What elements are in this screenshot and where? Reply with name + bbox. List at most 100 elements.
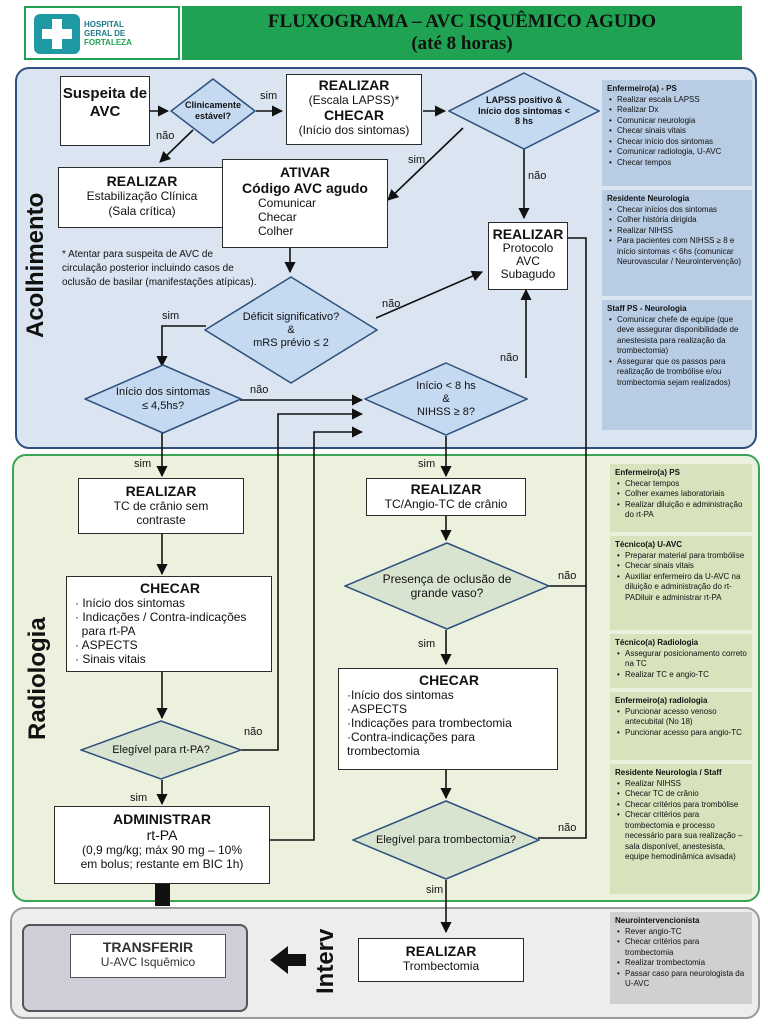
hospital-cross-icon <box>34 14 80 54</box>
panel-enf-rad-title: Enfermeiro(a) radiologia <box>615 696 708 705</box>
decision-clinicamente-estavel: Clinicamente estável? <box>170 78 256 144</box>
node-admin-drug: rt-PA <box>146 827 178 843</box>
node-tc-line2: contraste <box>136 513 186 527</box>
decision-oclusao-line2: grande vaso? <box>410 586 484 600</box>
node-checar-title: CHECAR <box>324 107 384 123</box>
decision-inicio-45h: Início dos sintomas ≤ 4,5hs? <box>84 364 242 434</box>
panel-staff-ps-title: Staff PS - Neurologia <box>607 304 687 313</box>
panel-item: Realizar escala LAPSS <box>609 95 747 106</box>
panel-neurointervencionista: Neurointervencionista Rever angio-TC Che… <box>610 912 752 1004</box>
node-estabilizacao: REALIZAR Estabilização Clínica (Sala crí… <box>58 167 226 228</box>
decision-deficit: Déficit significativo? & mRS prévio ≤ 2 <box>204 276 378 384</box>
decision-elegivel-trombectomia: Elegível para trombectomia? <box>352 800 540 880</box>
logo-frame: HOSPITAL GERAL DE FORTALEZA <box>24 6 180 60</box>
logo-text: HOSPITAL GERAL DE FORTALEZA <box>84 20 132 47</box>
title-banner: FLUXOGRAMA – AVC ISQUÊMICO AGUDO (até 8 … <box>182 6 742 60</box>
edge-label-nao-rtpa: não <box>244 726 263 738</box>
panel-staff-ps-list: Comunicar chefe de equipe (que deve asse… <box>607 315 747 389</box>
panel-item: Checar TC de crânio <box>617 789 747 800</box>
edge-label-sim-inicio45: sim <box>134 458 152 470</box>
page-title: FLUXOGRAMA – AVC ISQUÊMICO AGUDO <box>267 11 657 32</box>
node-protocolo-subagudo: REALIZAR Protocolo AVC Subagudo <box>488 222 568 290</box>
panel-enfermeiro-ps: Enfermeiro(a) - PS Realizar escala LAPSS… <box>602 80 752 186</box>
panel-item: Checar critérios para trombólise <box>617 800 747 811</box>
panel-item: Realizar NIHSS <box>617 779 747 790</box>
panel-tecnico-uavc: Técnico(a) U-AVC Preparar material para … <box>610 536 752 630</box>
panel-tec-uavc-list: Preparar material para trombólise Checar… <box>615 551 747 604</box>
edge-label-sim-lapss: sim <box>408 154 426 166</box>
node-admin-line2: em bolus; restante em BIC 1h) <box>80 857 244 871</box>
decision-inicio-45h-line2: ≤ 4,5hs? <box>141 400 185 412</box>
panel-item: Realizar trombectomia <box>617 958 747 969</box>
panel-item: Checar critérios para trombectomia <box>617 937 747 958</box>
node-checar1-item-3: para rt-PA <box>75 624 136 638</box>
logo-line-1: HOSPITAL <box>84 20 124 29</box>
node-checar2-item-4: ·Contra-indicações para <box>347 730 476 744</box>
panel-enfermeiro-ps-list: Realizar escala LAPSS Realizar Dx Comuni… <box>607 95 747 169</box>
panel-item: Comunicar neurologia <box>609 116 747 127</box>
node-transferir: TRANSFERIR U-AVC Isquêmico <box>70 934 226 978</box>
node-estabilizacao-line1: Estabilização Clínica <box>86 189 198 203</box>
panel-enfermeiro-radiologia: Enfermeiro(a) radiologia Puncionar acess… <box>610 692 752 760</box>
panel-neuroint-list: Rever angio-TC Checar critérios para tro… <box>615 927 747 990</box>
node-checar1-list: · Início dos sintomas · Indicações / Con… <box>75 596 265 666</box>
node-checar2-item-2: ·ASPECTS <box>347 702 408 716</box>
panel-item: Comunicar chefe de equipe (que deve asse… <box>609 315 747 357</box>
panel-residente-neurologia: Residente Neurologia Checar inícios dos … <box>602 190 752 296</box>
decision-deficit-line3: mRS prévio ≤ 2 <box>253 336 329 349</box>
panel-item: Para pacientes com NIHSS ≥ 8 e início si… <box>609 236 747 268</box>
node-trombectomia-title: REALIZAR <box>405 943 477 959</box>
decision-elegivel-rtpa: Elegível para rt-PA? <box>80 720 242 780</box>
node-ativar-title: ATIVAR <box>279 164 331 180</box>
panel-enfermeiro-ps-title: Enfermeiro(a) - PS <box>607 84 677 93</box>
panel-item: Assegurar posicionamento correto na TC <box>617 649 747 670</box>
node-tc-line1: TC de crânio sem <box>113 499 209 513</box>
decision-inicio-8h-line3: NIHSS ≥ 8? <box>416 405 475 418</box>
panel-item: Realizar TC e angio-TC <box>617 670 747 681</box>
panel-item: Colher história dirigida <box>609 215 747 226</box>
node-checar-rtpa: CHECAR · Início dos sintomas · Indicaçõe… <box>66 576 272 672</box>
edge-label-sim-rtpa: sim <box>130 792 148 804</box>
node-angio-line: TC/Angio-TC de crânio <box>384 497 508 511</box>
node-estabilizacao-title: REALIZAR <box>106 173 178 189</box>
logo-line-3: FORTALEZA <box>84 38 132 47</box>
node-ativar-item-colher: Colher <box>258 224 294 238</box>
node-ativar-sub: Código AVC agudo <box>242 180 368 196</box>
edge-label-nao-lapss: não <box>528 170 547 182</box>
panel-staff-ps-neurologia: Staff PS - Neurologia Comunicar chefe de… <box>602 300 752 430</box>
edge-label-nao-inicio45: não <box>250 384 269 396</box>
edge-label-nao-deficit: não <box>382 298 401 310</box>
panel-enfermeiro-ps-radiologia: Enfermeiro(a) PS Checar tempos Colher ex… <box>610 464 752 532</box>
note-circulacao-posterior: * Atentar para suspeita de AVC de circul… <box>62 249 257 288</box>
node-checar2-item-5: trombectomia <box>347 744 420 758</box>
decision-elegivel-trombectomia-text: Elegível para trombectomia? <box>375 834 516 846</box>
edge-label-nao-oclusao: não <box>558 570 577 582</box>
node-checar1-item-4: · ASPECTS <box>75 638 138 652</box>
panel-rad-enf-title: Enfermeiro(a) PS <box>615 468 680 477</box>
node-checar1-item-5: · Sinais vitais <box>75 652 146 666</box>
panel-residente-staff: Residente Neurologia / Staff Realizar NI… <box>610 764 752 894</box>
panel-item: Checar sinais vitais <box>609 126 747 137</box>
panel-item: Checar tempos <box>617 479 747 490</box>
panel-item: Auxiliar enfermeiro da U-AVC na diluição… <box>617 572 747 604</box>
edge-label-sim-inicio8: sim <box>418 458 436 470</box>
node-tc-title: REALIZAR <box>125 483 197 499</box>
panel-tec-uavc-title: Técnico(a) U-AVC <box>615 540 682 549</box>
node-angio-title: REALIZAR <box>410 481 482 497</box>
node-suspeita-avc: Suspeita de AVC <box>60 76 150 146</box>
edge-label-sim-estavel: sim <box>260 90 278 102</box>
node-protocolo-title: REALIZAR <box>492 226 564 242</box>
node-realizar-lapss-sub: (Escala LAPSS)* <box>308 93 400 107</box>
panel-res-staff-list: Realizar NIHSS Checar TC de crânio Checa… <box>615 779 747 863</box>
panel-item: Preparar material para trombólise <box>617 551 747 562</box>
page-subtitle: (até 8 horas) <box>411 33 513 54</box>
panel-item: Colher exames laboratoriais <box>617 489 747 500</box>
decision-lapss-positivo-text: LAPSS positivo & Início dos sintomas < 8… <box>478 95 570 127</box>
panel-residente-neurologia-title: Residente Neurologia <box>607 194 690 203</box>
edge-label-nao-tromb: não <box>558 822 577 834</box>
decision-deficit-line1: Déficit significativo? <box>242 310 340 323</box>
node-trombectomia: REALIZAR Trombectomia <box>358 938 524 982</box>
node-trombectomia-sub: Trombectomia <box>402 959 480 973</box>
node-protocolo-line3: Subagudo <box>500 267 556 281</box>
